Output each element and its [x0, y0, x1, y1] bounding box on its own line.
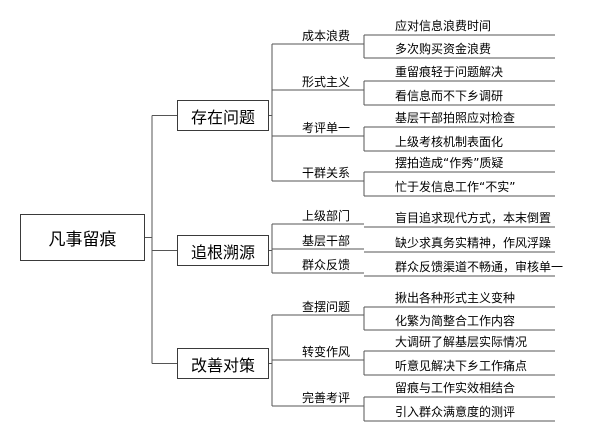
group-label: 考评单一: [301, 121, 350, 135]
branch-label: 追根溯源: [190, 242, 255, 262]
root-node: 凡事留痕: [20, 214, 145, 261]
leaf-item: 忙于发信息工作“不实”: [395, 180, 516, 194]
branch-node-causes: 追根溯源: [177, 235, 269, 266]
group-label: 查摆问题: [301, 300, 350, 314]
group-label: 形式主义: [301, 75, 350, 89]
leaf-item: 重留痕轻于问题解决: [395, 65, 504, 79]
group-label: 转变作风: [301, 345, 350, 359]
leaf-item: 揪出各种形式主义变种: [395, 291, 516, 305]
leaf-item: 听意见解决下乡工作痛点: [395, 359, 528, 373]
leaf-item: 多次购买资金浪费: [395, 42, 492, 56]
branch-node-problems: 存在问题: [177, 100, 269, 131]
leaf-item: 群众反馈渠道不畅通，审核单一: [395, 260, 564, 274]
group-label: 完善考评: [301, 391, 350, 405]
leaf-item: 摆拍造成“作秀”质疑: [395, 156, 504, 170]
leaf-item: 引入群众满意度的测评: [395, 405, 516, 419]
branch-label: 改善对策: [190, 355, 255, 375]
leaf-item: 基层干部拍照应对检查: [395, 111, 516, 125]
leaf-item: 盲目追求现代方式，本末倒置: [395, 211, 552, 225]
group-label: 群众反馈: [301, 258, 350, 272]
leaf-item: 留痕与工作实效相结合: [395, 381, 516, 395]
group-label: 基层干部: [301, 234, 350, 248]
group-label: 干群关系: [301, 166, 350, 180]
branch-label: 存在问题: [190, 107, 255, 127]
leaf-item: 应对信息浪费时间: [395, 19, 492, 33]
branch-node-solutions: 改善对策: [177, 348, 269, 379]
leaf-item: 上级考核机制表面化: [395, 135, 504, 149]
leaf-item: 看信息而不下乡调研: [395, 89, 504, 103]
root-label: 凡事留痕: [48, 230, 117, 250]
group-label: 成本浪费: [301, 29, 350, 43]
group-label: 上级部门: [301, 209, 350, 223]
leaf-item: 缺少求真务实精神，作风浮躁: [395, 236, 552, 250]
leaf-item: 化繁为简整合工作内容: [395, 314, 516, 328]
leaf-item: 大调研了解基层实际情况: [395, 335, 528, 349]
